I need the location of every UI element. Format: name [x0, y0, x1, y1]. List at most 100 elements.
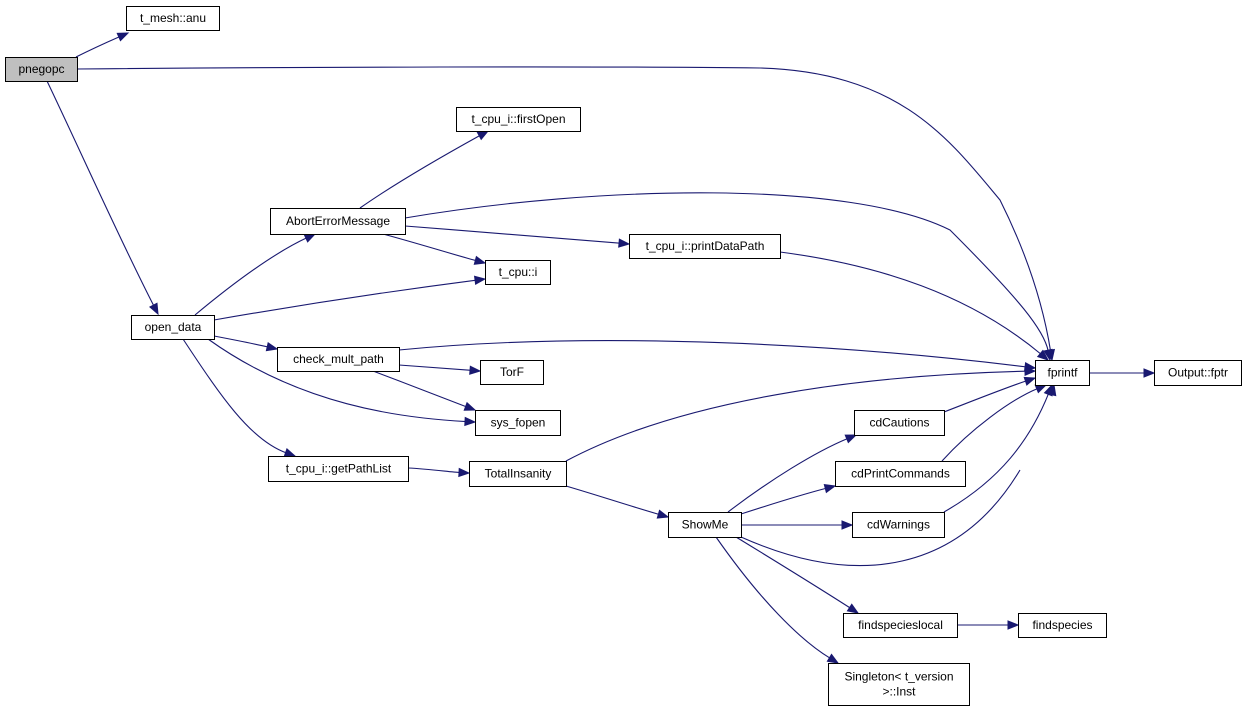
node-pnegopc[interactable]: pnegopc: [5, 57, 78, 82]
arrowhead-icon: [303, 233, 317, 243]
node-fprintf[interactable]: fprintf: [1035, 360, 1090, 386]
node-label: TorF: [500, 365, 524, 379]
node-box[interactable]: [835, 461, 966, 487]
node-label: check_mult_path: [293, 352, 384, 366]
arrowhead-icon: [823, 484, 837, 494]
node-label: t_cpu_i::getPathList: [286, 462, 392, 476]
node-box[interactable]: [277, 347, 400, 372]
node-box[interactable]: [852, 512, 945, 538]
node-box[interactable]: [270, 208, 406, 235]
edge-line: [359, 134, 481, 209]
node-box[interactable]: [1035, 360, 1090, 386]
node-open-data[interactable]: open_data: [131, 315, 215, 340]
edge-line: [407, 467, 461, 474]
node-show-me[interactable]: ShowMe: [668, 512, 742, 538]
node-box[interactable]: [668, 512, 742, 538]
edge-line: [213, 335, 269, 348]
edge-line: [565, 370, 1027, 462]
edge-check_mult_path-to-torf: [398, 364, 482, 375]
edge-line: [740, 487, 827, 515]
node-box[interactable]: [5, 57, 78, 82]
node-singleton-t-version-inst[interactable]: Singleton< t_version>::Inst: [828, 663, 970, 706]
node-box[interactable]: [131, 315, 215, 340]
arrowhead-icon: [458, 467, 471, 478]
edge-line: [404, 225, 621, 244]
edge-line: [75, 36, 120, 58]
edges-layer: [46, 32, 1156, 664]
node-findspecieslocal[interactable]: findspecieslocal: [843, 613, 958, 638]
node-cd-print-commands[interactable]: cdPrintCommands: [835, 461, 966, 487]
edge-line: [398, 340, 1027, 368]
node-abort-error-message[interactable]: AbortErrorMessage: [270, 208, 406, 235]
node-cd-warnings[interactable]: cdWarnings: [852, 512, 945, 538]
edge-total_insanity-to-fprintf: [565, 366, 1037, 462]
arrowhead-icon: [1024, 366, 1037, 376]
node-total-insanity[interactable]: TotalInsanity: [469, 461, 567, 487]
arrowhead-icon: [844, 434, 858, 444]
edge-cd_print_commands-to-fprintf: [941, 384, 1048, 462]
arrowhead-icon: [1143, 368, 1156, 378]
node-t-cpu-i-get-path-list[interactable]: t_cpu_i::getPathList: [268, 456, 409, 482]
arrowhead-icon: [826, 653, 840, 664]
node-sys-fopen[interactable]: sys_fopen: [475, 410, 561, 436]
arrowhead-icon: [116, 32, 130, 42]
edge-abort_error_message-to-fprintf: [404, 192, 1053, 362]
node-box[interactable]: [828, 663, 970, 706]
arrowhead-icon: [473, 275, 487, 286]
arrowhead-icon: [148, 302, 159, 316]
node-box[interactable]: [456, 107, 581, 132]
node-findspecies[interactable]: findspecies: [1018, 613, 1107, 638]
edge-line: [727, 437, 848, 513]
node-t-cpu-i-first-open[interactable]: t_cpu_i::firstOpen: [456, 107, 581, 132]
node-box[interactable]: [1018, 613, 1107, 638]
edge-open_data-to-sys_fopen: [207, 338, 477, 427]
edge-line: [941, 387, 1038, 462]
edge-line: [565, 485, 660, 516]
arrowhead-icon: [1007, 620, 1020, 630]
node-label: findspecies: [1032, 618, 1092, 632]
edge-line: [372, 370, 467, 408]
arrowhead-icon: [1036, 349, 1050, 361]
node-t-mesh-anu[interactable]: t_mesh::anu: [126, 6, 220, 31]
edge-open_data-to-t_cpu_i: [213, 275, 487, 321]
edge-line: [404, 192, 1049, 352]
node-box[interactable]: [629, 234, 781, 259]
node-label: t_cpu_i::printDataPath: [646, 239, 765, 253]
edge-show_me-to-cd_cautions: [727, 434, 858, 513]
node-box[interactable]: [1154, 360, 1242, 386]
edge-line: [943, 393, 1050, 513]
node-t-cpu-i-print-data-path[interactable]: t_cpu_i::printDataPath: [629, 234, 781, 259]
edge-line: [740, 469, 1021, 567]
node-box[interactable]: [843, 613, 958, 638]
node-box[interactable]: [485, 260, 551, 285]
node-label: ShowMe: [682, 518, 729, 532]
node-label: Singleton< t_version: [844, 670, 953, 684]
arrowhead-icon: [1043, 348, 1053, 362]
edge-show_me-to-cd_warnings: [741, 520, 854, 530]
arrowhead-icon: [618, 238, 631, 248]
edge-fprintf-to-output_fptr: [1089, 368, 1156, 378]
node-torf[interactable]: TorF: [480, 360, 544, 385]
node-label: t_cpu_i::firstOpen: [471, 112, 565, 126]
node-box[interactable]: [126, 6, 220, 31]
edge-pnegopc-to-t_mesh_anu: [75, 32, 130, 58]
edge-findspecieslocal-to-findspecies: [957, 620, 1020, 630]
edge-line: [382, 233, 477, 262]
node-check-mult-path[interactable]: check_mult_path: [277, 347, 400, 372]
node-box[interactable]: [854, 410, 945, 436]
node-box[interactable]: [480, 360, 544, 385]
node-cd-cautions[interactable]: cdCautions: [854, 410, 945, 436]
node-box[interactable]: [475, 410, 561, 436]
edge-show_me-to-singleton_t_version_inst: [715, 536, 840, 664]
node-box[interactable]: [469, 461, 567, 487]
node-label: cdPrintCommands: [851, 467, 950, 481]
arrowhead-icon: [265, 342, 279, 352]
edge-abort_error_message-to-t_cpu_i_print_data_path: [404, 225, 631, 248]
node-output-fptr[interactable]: Output::fptr: [1154, 360, 1242, 386]
edge-check_mult_path-to-sys_fopen: [372, 370, 477, 411]
node-t-cpu-i[interactable]: t_cpu::i: [485, 260, 551, 285]
edge-show_me-to-cd_print_commands: [740, 484, 837, 515]
node-label: t_mesh::anu: [140, 11, 206, 25]
node-box[interactable]: [268, 456, 409, 482]
